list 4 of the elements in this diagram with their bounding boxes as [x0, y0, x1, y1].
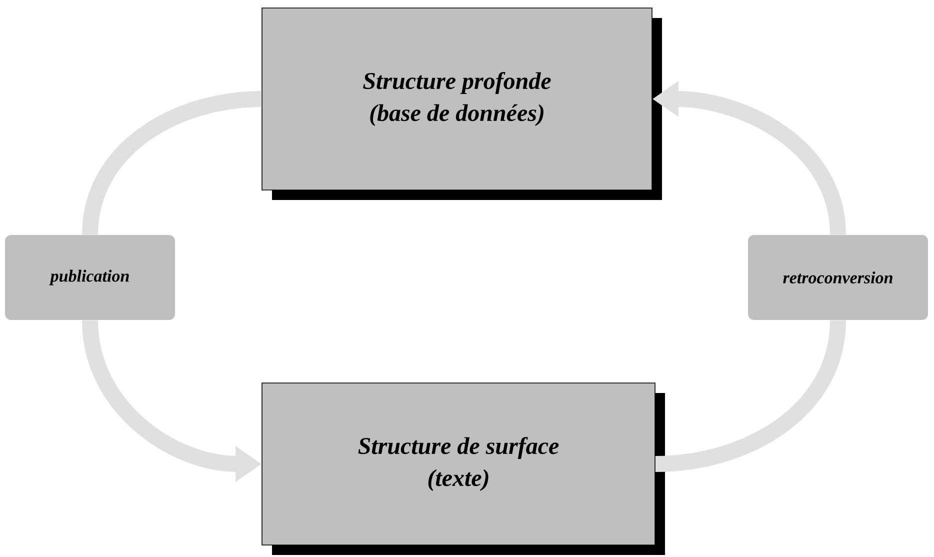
- process-box: Structure profonde (base de données): [262, 8, 662, 200]
- step-box: retroconversion: [748, 235, 928, 320]
- process-box: Structure de surface (texte): [262, 382, 665, 555]
- step-box: publication: [5, 235, 175, 320]
